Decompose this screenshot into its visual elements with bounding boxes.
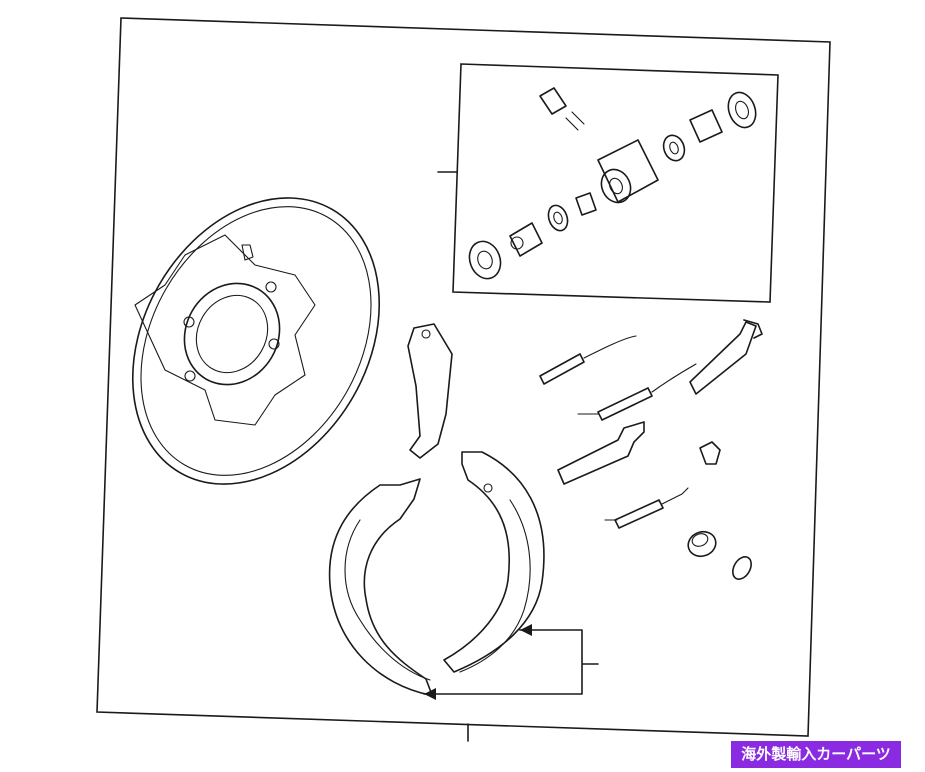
adjuster [557, 421, 645, 485]
arrow-head-upper [520, 624, 532, 636]
arrow-head-lower [424, 688, 436, 700]
parking-lever [407, 323, 453, 459]
brake-shoe-right [443, 451, 545, 673]
lever-pin-hole [421, 329, 431, 339]
hold-down-parts [687, 319, 763, 580]
watermark-badge: 海外製輸入カーパーツ [731, 741, 901, 768]
brake-shoe-left [328, 478, 433, 696]
callout-arrows [423, 629, 583, 695]
backing-plate [131, 197, 381, 485]
adjuster-springs [539, 335, 697, 529]
wheel-cylinder-kit [452, 63, 779, 303]
shoe-pin-hole [483, 483, 493, 493]
